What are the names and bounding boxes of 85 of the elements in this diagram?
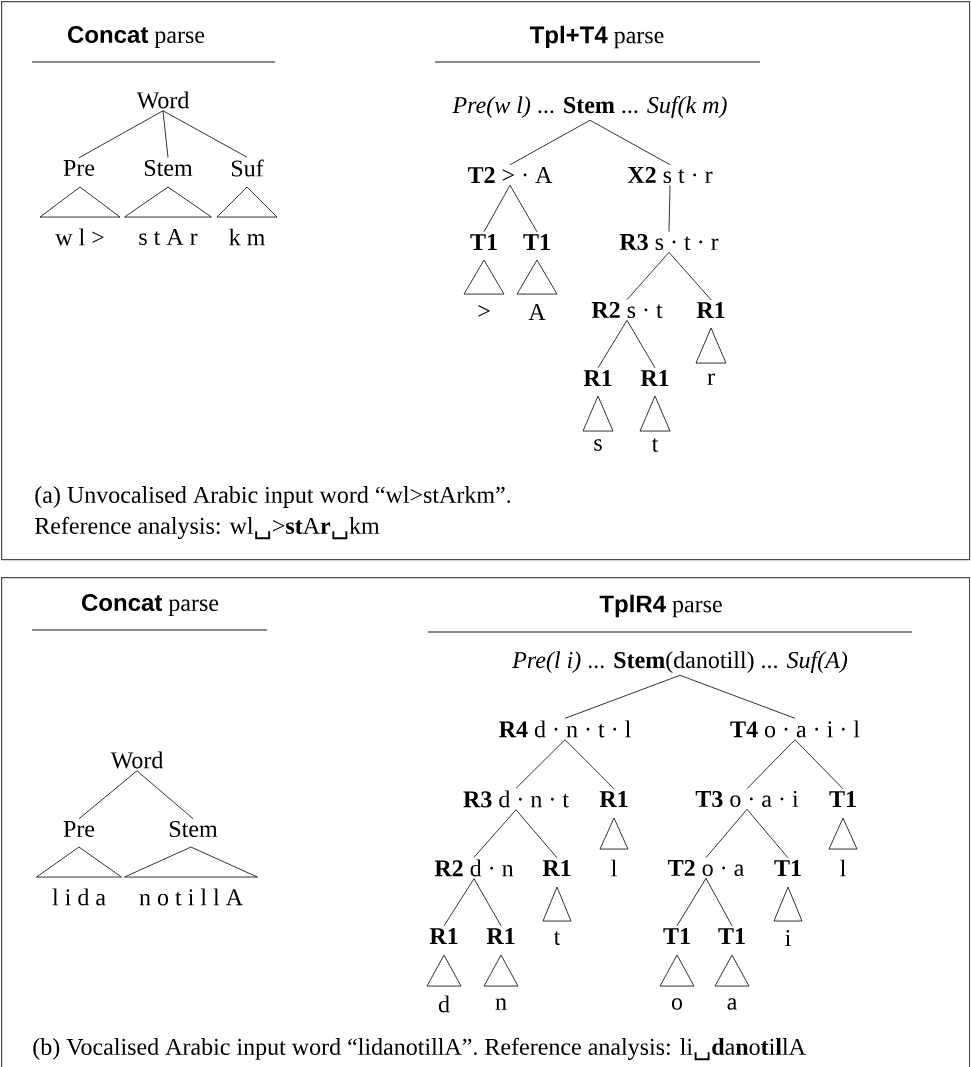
tree-branch <box>626 319 656 369</box>
tree-branch <box>597 319 628 369</box>
tree-label: R3 d · n · t <box>463 790 569 808</box>
tree-label: R1 <box>696 302 725 318</box>
tree-branch <box>483 184 511 233</box>
leaf-label: o <box>671 998 683 1010</box>
leaf-label: d <box>438 995 450 1013</box>
tree-label: T4 o · a · i · l <box>730 720 860 738</box>
tree-branch <box>78 110 164 159</box>
tree-branch <box>515 739 566 789</box>
tree-label: R2 s · t <box>591 301 663 319</box>
tree-label: T2 o · a <box>668 859 744 877</box>
tree-branch <box>78 770 138 820</box>
tree-label: R1 <box>640 370 669 386</box>
tree-branch <box>162 110 248 158</box>
leaf-label: r <box>707 373 715 385</box>
tree-label: R1 <box>429 928 458 944</box>
tree-label: R1 <box>486 928 515 944</box>
tree-label: Stem <box>144 159 193 177</box>
tree-label: Pre <box>63 821 95 837</box>
leaf-label: a <box>727 998 737 1010</box>
tree-label: Pre(l i) ... Stem(danotill) ... Suf(A) <box>512 651 848 673</box>
tree-label: R1 <box>542 860 571 876</box>
tree-branch <box>626 251 670 301</box>
tree-branch <box>136 770 194 820</box>
tree-branch <box>668 184 671 233</box>
tree-branch <box>564 674 681 719</box>
tree-label: Pre <box>63 160 95 176</box>
tree-label: T1 <box>774 860 801 876</box>
panel-text: (b) Vocalised Arabic input word “lidanotillA”. Reference analysis: li␣danotillA <box>33 1037 806 1061</box>
tree-branch <box>509 119 591 166</box>
leaf-label: n <box>495 998 507 1010</box>
tree-branch <box>515 809 558 859</box>
panel-heading: TplR4 parse <box>599 594 722 618</box>
tree-branch <box>473 878 502 927</box>
leaf-label: t <box>651 438 659 452</box>
panel-heading: Concat parse <box>68 26 205 48</box>
tree-label: T1 <box>523 234 550 250</box>
tree-branch <box>794 739 844 790</box>
tree-branch <box>668 251 712 301</box>
leaf-label: s <box>594 439 602 451</box>
tree-label: R1 <box>583 370 612 386</box>
tree-label: R4 d · n · t · l <box>499 720 631 738</box>
tree-label: X2 s t · r <box>627 166 713 184</box>
tree-label: Stem <box>169 820 218 838</box>
leaf-label: l <box>611 859 617 877</box>
tree-branch <box>679 674 796 719</box>
leaf-label: A <box>528 304 546 320</box>
tree-label: R2 d · n <box>434 859 514 877</box>
tree-branch <box>705 808 748 859</box>
tree-label: T2 > · A <box>467 167 553 183</box>
leaf-label: n o t i l l A <box>139 888 243 906</box>
leaf-label: w l > <box>55 228 104 246</box>
tree-branch <box>443 878 475 927</box>
leaf-label: t <box>553 931 561 945</box>
leaf-label: l <box>840 859 846 877</box>
tree-label: T1 <box>470 234 497 250</box>
tree-label: R1 <box>599 791 628 807</box>
tree-branch <box>473 809 517 858</box>
tree-branch <box>509 184 538 233</box>
leaf-label: k m <box>229 228 265 246</box>
leaf-label: i <box>785 930 791 946</box>
tree-branch <box>746 808 789 859</box>
panel-text: (a) Unvocalised Arabic input word “wl>stArkm”. <box>35 486 511 508</box>
leaf-label: l i d a <box>52 888 106 906</box>
leaf-label: s t A r <box>139 228 198 246</box>
panel-heading: Concat parse <box>82 594 219 616</box>
tree-branch <box>589 119 671 166</box>
panel-heading: Tpl+T4 parse <box>529 25 664 49</box>
tree-label: Pre(w l) ... Stem ... Suf(k m) <box>452 96 727 118</box>
tree-label: Word <box>110 751 164 769</box>
tree-label: T1 <box>718 928 745 944</box>
tree-branch <box>705 877 733 927</box>
panel-text: Reference analysis: wl␣>stAr␣km <box>34 516 380 540</box>
tree-label: T1 <box>829 791 856 807</box>
tree-label: Word <box>136 91 190 109</box>
tree-label: T1 <box>663 928 690 944</box>
leaf-label: > <box>478 305 490 317</box>
tree-branch <box>162 110 169 159</box>
tree-branch <box>676 877 707 927</box>
tree-label: Suf <box>231 159 264 177</box>
tree-branch <box>564 739 615 790</box>
tree-label: R3 s · t · r <box>619 233 719 251</box>
tree-label: T3 o · a · i <box>695 790 799 808</box>
tree-branch <box>746 739 796 790</box>
